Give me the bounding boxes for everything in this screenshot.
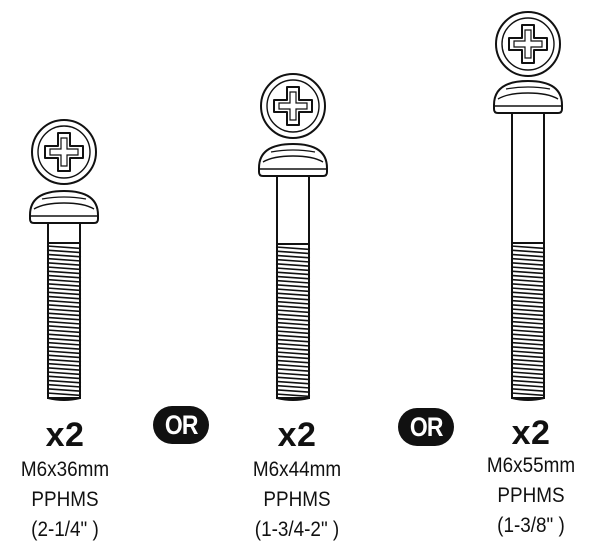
or-label: OR	[409, 411, 444, 442]
or-badge: OR	[398, 408, 454, 446]
quantity-label: x2	[511, 414, 551, 452]
screw-spec: M6x44mm PPHMS (1-3/4-2" )	[248, 455, 346, 545]
screw-thread	[275, 243, 311, 401]
screw-shank	[511, 112, 545, 244]
screw-spec: M6x55mm PPHMS (1-3/8" )	[482, 451, 580, 541]
screw-length: (1-3/8" )	[497, 514, 565, 537]
quantity-label: x2	[277, 416, 317, 454]
screw-shank	[47, 222, 81, 244]
screw-length: (2-1/4" )	[31, 518, 99, 541]
screw-thread	[510, 242, 546, 401]
phillips-head-icon	[260, 73, 326, 139]
pan-head	[29, 190, 99, 224]
screw-type: PPHMS	[263, 488, 331, 511]
phillips-head-icon	[31, 119, 97, 185]
screw-thread	[46, 242, 82, 401]
screw-spec: M6x36mm PPHMS (2-1/4" )	[16, 455, 114, 545]
screw-type: PPHMS	[31, 488, 99, 511]
screw-1	[29, 119, 99, 401]
or-label: OR	[164, 409, 199, 440]
screw-3	[493, 11, 563, 401]
screw-type: PPHMS	[497, 484, 565, 507]
screw-2	[258, 73, 328, 401]
quantity-label: x2	[45, 416, 85, 454]
screw-size: M6x55mm	[486, 454, 576, 477]
screw-size: M6x44mm	[252, 458, 342, 481]
phillips-head-icon	[495, 11, 561, 77]
screw-length: (1-3/4-2" )	[254, 518, 340, 541]
pan-head	[493, 80, 563, 114]
or-badge: OR	[153, 406, 209, 444]
screw-size: M6x36mm	[20, 458, 110, 481]
screw-shank	[276, 175, 310, 245]
pan-head	[258, 143, 328, 177]
